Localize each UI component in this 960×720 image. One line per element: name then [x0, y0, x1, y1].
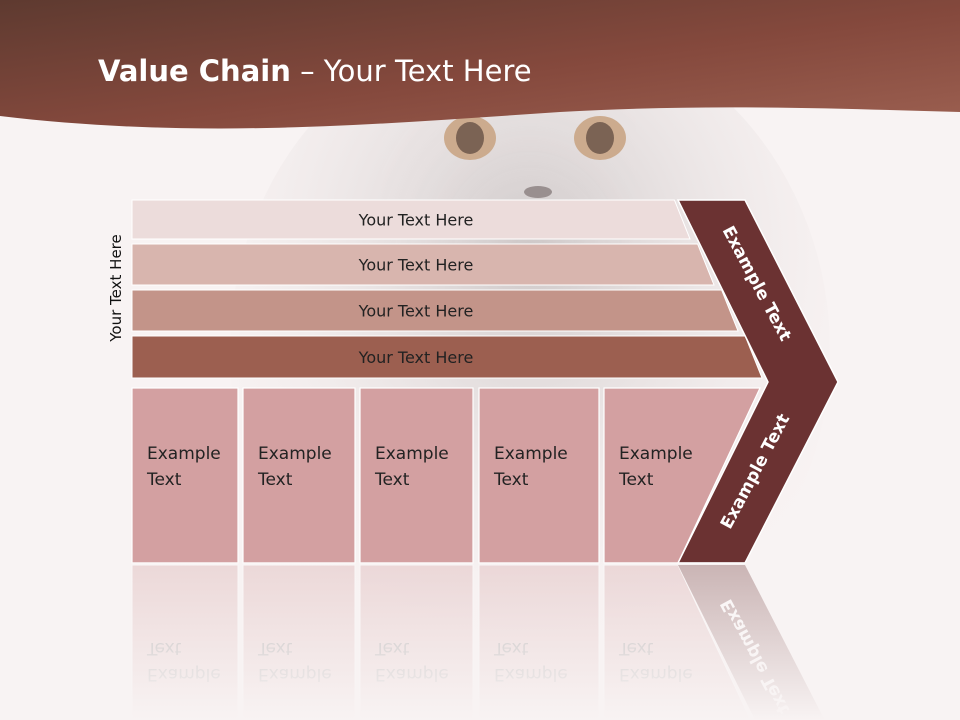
activity-box-line2: Text [493, 470, 529, 490]
activity-box-line1: Example [147, 444, 221, 464]
activity-box [478, 387, 600, 564]
activity-box [131, 387, 239, 564]
activity-box [242, 387, 356, 564]
activity-box [359, 387, 474, 564]
activity-bar-label: Your Text Here [358, 256, 474, 275]
activity-bar [131, 243, 715, 286]
activity-box-line2: Text [374, 470, 410, 490]
side-label: Your Text Here [107, 234, 125, 342]
header-band [0, 0, 960, 129]
reflection-fade [120, 562, 860, 720]
activity-box-line1: Example [375, 444, 449, 464]
activity-bar-label: Your Text Here [358, 348, 474, 367]
title-bold: Value Chain [98, 54, 291, 88]
slide-title: Value Chain – Your Text Here [98, 54, 532, 88]
activity-box-line1: Example [258, 444, 332, 464]
activity-bar-label: Your Text Here [358, 211, 474, 230]
activity-box-line2: Text [618, 470, 654, 490]
activity-box-line1: Example [494, 444, 568, 464]
activity-bar [131, 335, 763, 379]
title-rest: – Your Text Here [290, 54, 532, 88]
activity-box-line2: Text [257, 470, 293, 490]
activity-bar [131, 289, 739, 332]
activity-box-line2: Text [146, 470, 182, 490]
activity-bar-label: Your Text Here [358, 302, 474, 321]
activity-box-line1: Example [619, 444, 693, 464]
activity-bar [131, 199, 691, 240]
